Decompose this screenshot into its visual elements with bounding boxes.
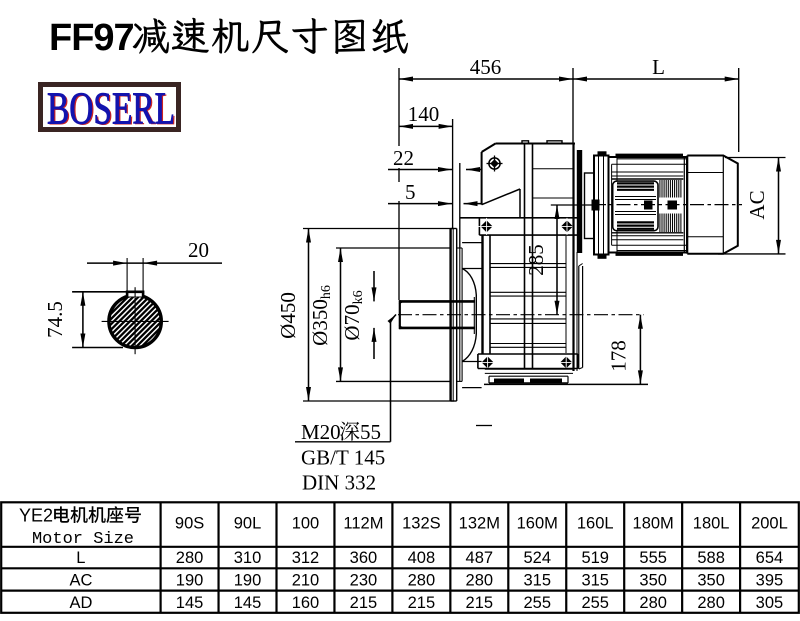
svg-text:90S: 90S [175,515,204,533]
svg-text:GB/T 145: GB/T 145 [301,446,385,470]
svg-text:524: 524 [524,549,552,567]
svg-text:100: 100 [292,515,320,533]
svg-text:350: 350 [697,572,725,590]
svg-text:395: 395 [756,572,784,590]
svg-text:DIN 332: DIN 332 [302,471,376,495]
svg-text:215: 215 [350,594,378,612]
svg-text:230: 230 [350,572,378,590]
svg-text:456: 456 [470,55,502,79]
svg-text:180L: 180L [693,515,730,533]
svg-text:519: 519 [581,549,609,567]
svg-text:487: 487 [466,549,494,567]
svg-text:145: 145 [234,594,262,612]
svg-text:YE2: YE2 [19,506,53,526]
svg-text:285: 285 [524,244,548,276]
svg-text:215: 215 [408,594,436,612]
svg-text:315: 315 [581,572,609,590]
svg-text:140: 140 [408,102,440,126]
svg-text:305: 305 [756,594,784,612]
svg-text:132S: 132S [402,515,441,533]
svg-text:22: 22 [393,146,414,170]
svg-text:408: 408 [408,549,436,567]
svg-text:280: 280 [466,572,494,590]
svg-text:178: 178 [607,340,631,372]
svg-text:AC: AC [69,572,92,590]
svg-text:190: 190 [234,572,262,590]
svg-text:112M: 112M [343,515,383,533]
svg-text:280: 280 [408,572,436,590]
svg-text:280: 280 [176,549,204,567]
svg-text:55: 55 [360,420,381,444]
svg-text:555: 555 [639,549,667,567]
svg-text:20: 20 [188,238,209,262]
svg-text:AC: AC [745,190,769,219]
svg-text:654: 654 [756,549,784,567]
svg-text:360: 360 [350,549,378,567]
svg-text:AD: AD [69,594,92,612]
svg-text:310: 310 [234,549,262,567]
svg-text:280: 280 [697,594,725,612]
svg-text:280: 280 [639,594,667,612]
svg-text:350: 350 [639,572,667,590]
svg-text:200L: 200L [751,515,788,533]
svg-text:315: 315 [524,572,552,590]
svg-text:255: 255 [581,594,609,612]
svg-text:210: 210 [292,572,320,590]
svg-text:160M: 160M [517,515,558,533]
svg-text:190: 190 [176,572,204,590]
svg-text:74.5: 74.5 [43,301,67,338]
svg-text:90L: 90L [234,515,262,533]
svg-text:588: 588 [697,549,725,567]
svg-text:M20: M20 [301,420,341,444]
svg-text:L: L [76,549,85,567]
svg-text:255: 255 [524,594,552,612]
svg-text:132M: 132M [459,515,500,533]
svg-text:5: 5 [405,180,416,204]
svg-text:L: L [652,55,665,79]
svg-text:FF97: FF97 [49,17,134,59]
svg-text:180M: 180M [633,515,674,533]
svg-text:312: 312 [292,549,320,567]
svg-text:BOSERL: BOSERL [49,84,177,135]
svg-text:Ø450: Ø450 [276,292,300,339]
svg-text:BOSERL: BOSERL [47,83,175,134]
svg-text:Motor Size: Motor Size [32,530,134,549]
svg-text:Ø70k6: Ø70k6 [340,290,366,340]
svg-text:160L: 160L [577,515,614,533]
svg-text:145: 145 [176,594,204,612]
svg-text:160: 160 [292,594,320,612]
svg-text:215: 215 [466,594,494,612]
